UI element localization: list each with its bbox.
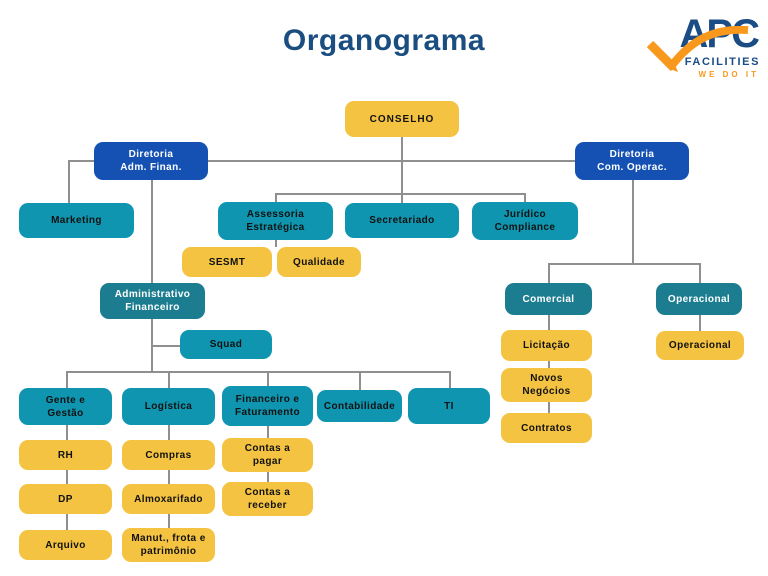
connector-line — [548, 361, 550, 368]
connector-line — [168, 425, 170, 440]
node-comercial: Comercial — [505, 283, 592, 315]
connector-line — [168, 371, 170, 388]
connector-line — [401, 137, 403, 203]
connector-line — [66, 371, 449, 373]
connector-line — [66, 470, 68, 484]
logo-tagline-text: WE DO IT — [698, 70, 759, 79]
connector-line — [168, 470, 170, 484]
connector-line — [267, 426, 269, 438]
node-juridico-compliance: Jurídico Compliance — [472, 202, 578, 240]
node-logistica: Logística — [122, 388, 215, 425]
connector-line — [267, 472, 269, 482]
node-dp: DP — [19, 484, 112, 514]
logo-facilities-text: FACILITIES — [684, 56, 760, 68]
node-almoxarifado: Almoxarifado — [122, 484, 215, 514]
node-operacional: Operacional — [656, 283, 742, 315]
node-qualidade: Qualidade — [277, 247, 361, 277]
connector-line — [275, 240, 277, 247]
connector-line — [548, 263, 550, 283]
node-contas-a-pagar: Contas a pagar — [222, 438, 313, 472]
connector-line — [66, 371, 68, 388]
connector-line — [151, 180, 153, 283]
connector-line — [151, 345, 180, 347]
node-contratos: Contratos — [501, 413, 592, 443]
node-marketing: Marketing — [19, 203, 134, 238]
node-assessoria-estrategica: Assessoria Estratégica — [218, 202, 333, 240]
connector-line — [267, 371, 269, 386]
connector-line — [632, 180, 634, 263]
apc-facilities-logo: APC FACILITIES WE DO IT — [638, 12, 760, 86]
node-novos-negocios: Novos Negócios — [501, 368, 592, 402]
connector-line — [524, 193, 526, 202]
node-diretoria-com-operac: Diretoria Com. Operac. — [575, 142, 689, 180]
node-compras: Compras — [122, 440, 215, 470]
page-title: Organograma — [282, 24, 486, 57]
node-contas-a-receber: Contas a receber — [222, 482, 313, 516]
connector-line — [168, 514, 170, 528]
connector-line — [548, 263, 700, 265]
node-diretoria-adm-finan: Diretoria Adm. Finan. — [94, 142, 208, 180]
node-administrativo-financeiro: Administrativo Financeiro — [100, 283, 205, 319]
connector-line — [699, 315, 701, 331]
node-manutencao-frota-patrimonio: Manut., frota e patrimônio — [122, 528, 215, 562]
connector-line — [275, 193, 525, 195]
connector-line — [699, 263, 701, 283]
node-secretariado: Secretariado — [345, 203, 459, 238]
node-financeiro-e-faturamento: Financeiro e Faturamento — [222, 386, 313, 426]
logo-brand-text: APC — [679, 12, 760, 56]
node-arquivo: Arquivo — [19, 530, 112, 560]
node-operacional-sub: Operacional — [656, 331, 744, 360]
node-gente-e-gestao: Gente e Gestão — [19, 388, 112, 425]
connector-line — [68, 160, 575, 162]
node-squad: Squad — [180, 330, 272, 359]
node-rh: RH — [19, 440, 112, 470]
node-licitacao: Licitação — [501, 330, 592, 361]
node-contabilidade: Contabilidade — [317, 390, 402, 422]
connector-line — [68, 160, 70, 203]
connector-line — [275, 193, 277, 202]
node-conselho: CONSELHO — [345, 101, 459, 137]
node-sesmt: SESMT — [182, 247, 272, 277]
connector-line — [548, 315, 550, 330]
node-ti: TI — [408, 388, 490, 424]
connector-line — [359, 371, 361, 390]
connector-line — [449, 371, 451, 388]
connector-line — [548, 402, 550, 413]
connector-line — [66, 425, 68, 440]
connector-line — [66, 514, 68, 530]
